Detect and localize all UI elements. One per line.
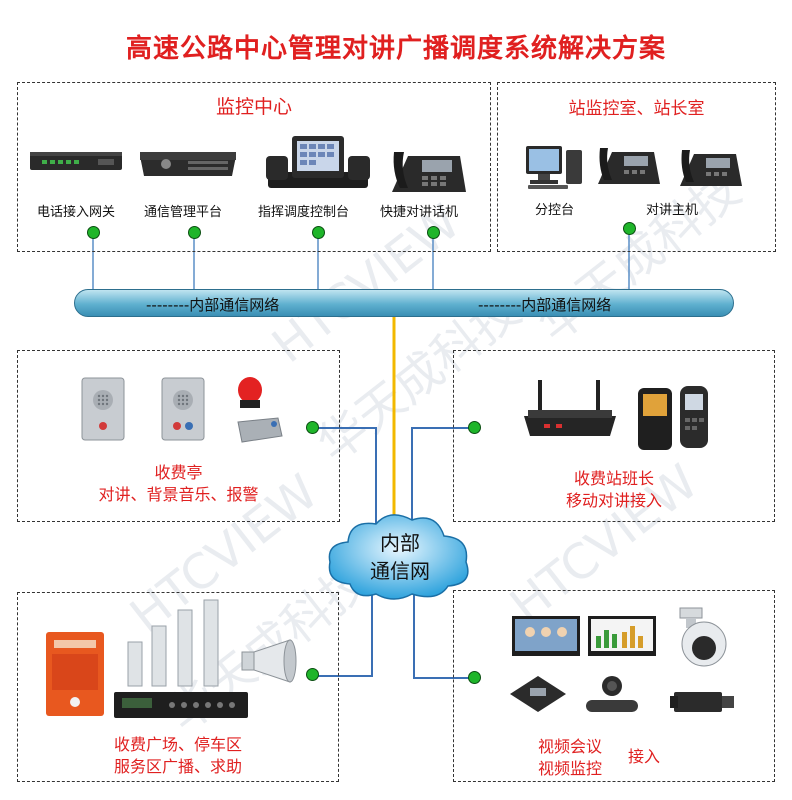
station-room-title: 站监控室、站长室 — [568, 99, 705, 119]
intercom-panel-icon — [81, 377, 125, 441]
connection-dot — [427, 226, 440, 239]
phone-gateway-icon — [30, 152, 122, 170]
connection-dot — [468, 421, 481, 434]
connection-dot — [306, 421, 319, 434]
toll-leader-subtitle: 移动对讲接入 — [565, 491, 662, 510]
dispatch-console-icon — [266, 136, 370, 188]
intercom-panel-icon — [161, 377, 205, 441]
toll-booth-subtitle: 对讲、背景音乐、报警 — [98, 485, 259, 504]
desk-phone-icon — [392, 152, 466, 192]
connection-dot — [468, 671, 481, 684]
conference-phone-icon — [510, 676, 566, 712]
box-camera-icon — [670, 692, 734, 712]
video-box — [453, 590, 775, 782]
network-bus-label: --------内部通信网络 — [478, 296, 612, 314]
device-label-console: 指挥调度控制台 — [258, 205, 350, 220]
monitor-center-box — [17, 82, 491, 252]
station-room-box — [497, 82, 776, 252]
horn-speaker-icon — [241, 639, 297, 683]
page-title: 高速公路中心管理对讲广播调度系统解决方案 — [125, 34, 666, 64]
conference-camera-icon — [586, 676, 638, 712]
connection-dot — [188, 226, 201, 239]
video-title: 视频会议 — [538, 737, 603, 756]
desk-phone-icon — [680, 150, 742, 186]
broadcast-amplifier-icon — [114, 692, 248, 718]
wireless-router-icon — [524, 380, 616, 436]
toll-booth-box — [17, 350, 340, 522]
device-label-gateway: 电话接入网关 — [37, 205, 116, 220]
broadcast-title: 收费广场、停车区 — [113, 735, 242, 754]
video-monitors-icon — [512, 616, 656, 656]
connection-dot — [306, 668, 319, 681]
mobile-phones-icon — [638, 386, 708, 450]
cloud-network-icon — [328, 514, 469, 600]
cloud-label-line2: 通信网 — [370, 559, 430, 583]
device-label-intercom-host: 对讲主机 — [646, 203, 699, 218]
ptz-camera-icon — [679, 607, 727, 667]
toll-leader-box — [453, 350, 775, 522]
connection-dot — [623, 222, 636, 235]
column-speakers-icon — [127, 599, 219, 687]
video-subtitle: 视频监控 — [538, 759, 603, 778]
alarm-light-icon — [237, 377, 283, 443]
broadcast-box — [17, 592, 339, 782]
server-rack-icon — [140, 152, 236, 176]
connection-dot — [87, 226, 100, 239]
broadcast-subtitle: 服务区广播、求助 — [113, 757, 242, 776]
computer-icon — [526, 146, 582, 189]
network-bus-label: --------内部通信网络 — [146, 296, 280, 314]
internal-network-bus — [74, 289, 734, 317]
device-label-intercom-phone: 快捷对讲话机 — [380, 205, 459, 220]
toll-booth-title: 收费亭 — [154, 463, 203, 482]
connection-dot — [312, 226, 325, 239]
help-terminal-icon — [46, 632, 104, 716]
device-label-platform: 通信管理平台 — [144, 205, 223, 220]
toll-leader-title: 收费站班长 — [573, 469, 654, 488]
video-access-label: 接入 — [628, 747, 661, 766]
desk-phone-icon — [598, 148, 660, 184]
cloud-label-line1: 内部 — [380, 531, 420, 555]
device-label-sub-console: 分控台 — [535, 203, 575, 218]
monitor-center-title: 监控中心 — [215, 96, 292, 118]
